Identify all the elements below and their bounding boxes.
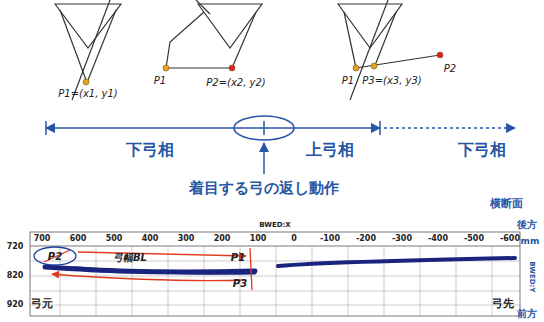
phase-timeline: [46, 116, 515, 174]
bow-width-label: 弓幅BL: [113, 252, 147, 263]
tick-label: -200: [356, 235, 376, 244]
tick-label: 400: [142, 235, 159, 244]
tick-label: 600: [70, 235, 87, 244]
phase-label: 上弓相: [306, 141, 354, 159]
point-label: P2: [444, 63, 456, 74]
point-label: P1: [231, 252, 245, 263]
tick-label: -600: [500, 235, 520, 244]
focus-note: 着目する弓の返し動作: [189, 180, 339, 197]
point-label: P3: [233, 278, 247, 289]
axis-title: BWED:X: [259, 222, 290, 230]
point-label: P2: [48, 251, 62, 262]
player-figure: [55, 0, 121, 100]
direction-label: 前方: [517, 308, 537, 319]
plane-label: 横断面: [490, 198, 523, 210]
unit-label: mm: [521, 237, 540, 247]
point-label: P3=(x3, y3): [362, 75, 422, 86]
phase-label: 下弓相: [458, 141, 506, 159]
direction-label: 後方: [517, 219, 537, 230]
tick-label: 500: [106, 235, 123, 244]
tick-label: 0: [291, 235, 297, 244]
phase-label: 下弓相: [126, 141, 174, 159]
tick-label: 820: [7, 272, 24, 281]
tick-label: -400: [428, 235, 448, 244]
tick-label: 200: [214, 235, 231, 244]
point-label: P1=(x1, y1): [58, 88, 118, 99]
tick-label: 100: [250, 235, 267, 244]
focus-ellipse: [34, 247, 76, 265]
player-figure: [166, 0, 262, 68]
tick-label: 300: [178, 235, 195, 244]
point-label: P2=(x2, y2): [206, 77, 266, 88]
point-label: P1: [154, 75, 166, 86]
axis-title: BWED:Y: [528, 261, 536, 292]
tick-label: -500: [464, 235, 484, 244]
point-label: P1: [342, 75, 354, 86]
tick-label: 920: [7, 301, 24, 310]
tick-label: -300: [392, 235, 412, 244]
bow-end-label: 弓元: [31, 298, 53, 310]
tick-label: 700: [34, 235, 51, 244]
chart-frame: [30, 232, 520, 316]
bow-end-label: 弓先: [492, 298, 514, 310]
tick-label: -100: [320, 235, 340, 244]
tick-label: 720: [7, 243, 24, 252]
player-figure: [338, 0, 440, 100]
